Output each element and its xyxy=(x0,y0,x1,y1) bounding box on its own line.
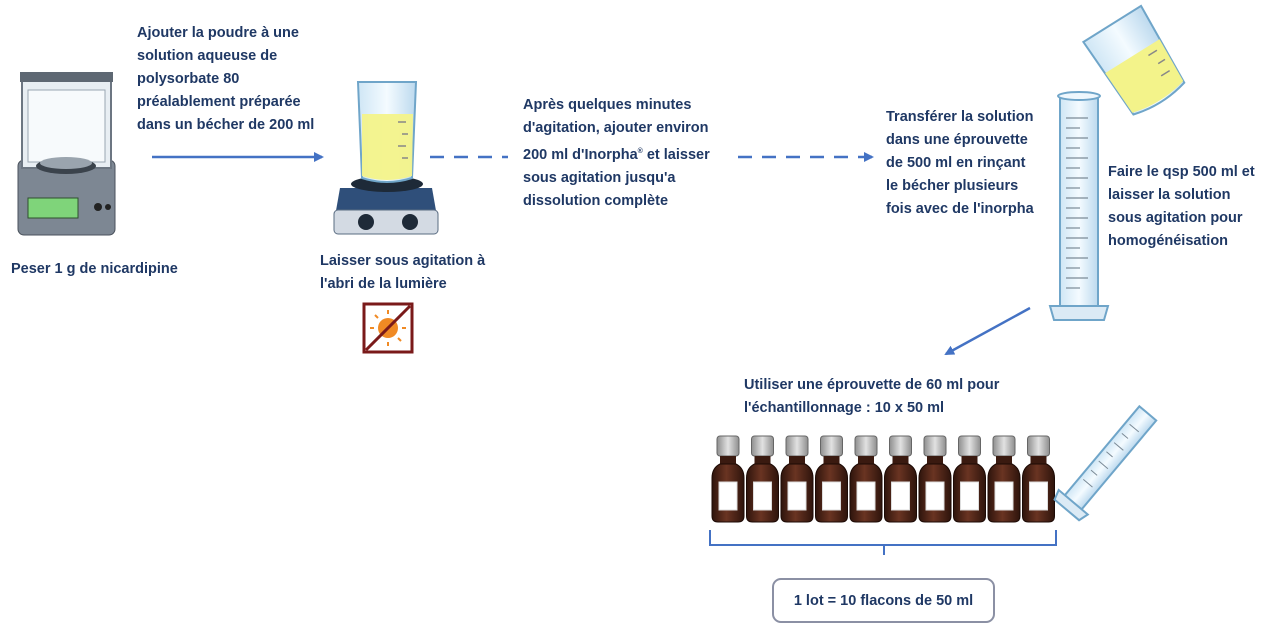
amber-bottle-icon xyxy=(884,435,917,523)
amber-bottle-icon xyxy=(780,435,814,523)
amber-bottle-icon xyxy=(918,435,952,523)
step-qsp-text: Faire le qsp 500 ml et laisser la soluti… xyxy=(1108,164,1255,249)
bracket xyxy=(709,530,1057,555)
amber-bottle-icon xyxy=(746,435,779,523)
amber-bottle-icon xyxy=(1022,435,1055,523)
arrow-3 xyxy=(944,306,1031,356)
amber-bottle-icon xyxy=(987,435,1021,523)
stirrer-beaker-icon xyxy=(333,81,439,235)
graduated-cylinder-icon xyxy=(1048,91,1110,321)
step-add-powder-text: Ajouter la poudre à une solution aqueuse… xyxy=(137,25,315,133)
lot-box: 1 lot = 10 flacons de 50 ml xyxy=(772,578,995,623)
step-stir-dark-text: Laisser sous agitation à l'abri de la lu… xyxy=(320,253,486,292)
step-weigh-text: Peser 1 g de nicardipine xyxy=(11,261,178,277)
registered-mark: ® xyxy=(637,148,643,155)
amber-bottle-icon xyxy=(953,435,986,523)
balance-icon xyxy=(17,72,116,236)
step-sampling-text: Utiliser une éprouvette de 60 ml pour l'… xyxy=(744,377,1000,416)
amber-bottle-icon xyxy=(849,435,883,523)
amber-bottle-icon xyxy=(711,435,745,523)
pouring-beaker-icon xyxy=(1081,4,1186,116)
lot-text: 1 lot = 10 flacons de 50 ml xyxy=(793,593,974,609)
add-inorpha-part2: et laisser sous agitation jusqu'a dissol… xyxy=(523,146,710,209)
add-inorpha-part1: Après quelques minutes d'agitation, ajou… xyxy=(523,97,709,163)
step-transfer-text: Transférer la solution dans une éprouvet… xyxy=(886,109,1034,217)
bottle-row xyxy=(711,435,1055,523)
step-add-inorpha-text: Après quelques minutes d'agitation, ajou… xyxy=(523,94,710,213)
no-light-icon xyxy=(362,302,414,354)
amber-bottle-icon xyxy=(815,435,848,523)
small-cylinder-icon xyxy=(1053,404,1158,522)
